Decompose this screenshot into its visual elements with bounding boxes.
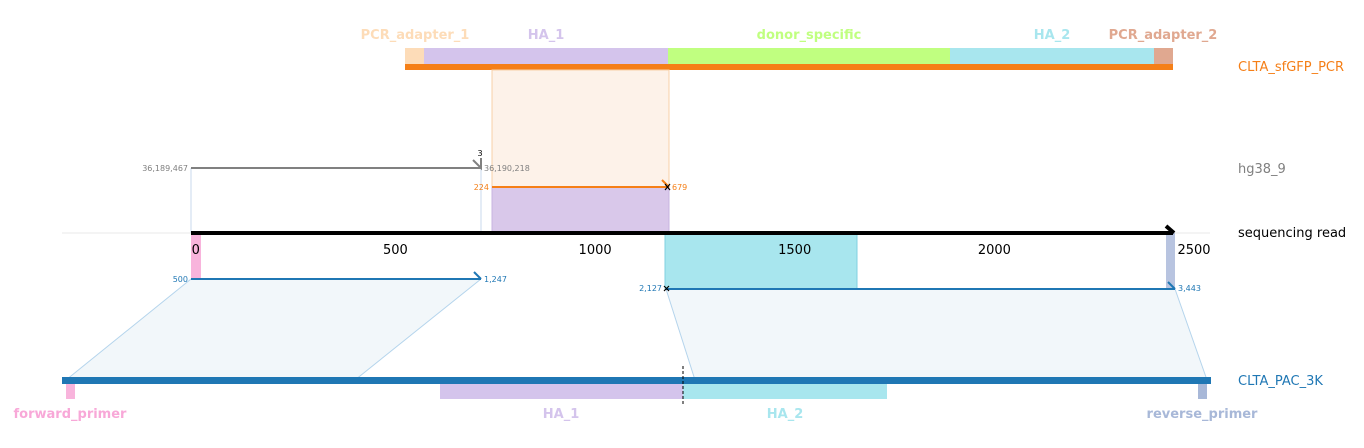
track-label-genome: hg38_9	[1238, 162, 1286, 177]
feature-ha-2	[950, 48, 1154, 64]
track-label-plasmid: CLTA_PAC_3K	[1238, 374, 1323, 389]
read-track: 0 500 1000 1500 2000 2500 sequencing read	[62, 224, 1346, 290]
feature-label-donor-specific: donor_specific	[757, 28, 862, 43]
genome-alignment: 36,189,467 36,190,218 3 hg38_9	[142, 149, 1286, 233]
genome-arrow-icon	[472, 158, 482, 171]
feature-label-plasmid-ha-1: HA_1	[543, 407, 580, 422]
read-axis-tick-label: 2500	[1177, 243, 1210, 258]
feature-donor-specific	[668, 48, 950, 64]
plasmid-1-start-coord: 500	[173, 275, 188, 284]
plasmid-2-end-coord: 3,443	[1178, 284, 1201, 293]
feature-forward-primer	[66, 384, 75, 399]
feature-ha-1	[424, 48, 668, 64]
feature-label-reverse-primer: reverse_primer	[1147, 407, 1259, 422]
feature-plasmid-ha-2	[683, 384, 887, 399]
read-axis-tick-label: 0	[192, 243, 200, 258]
plasmid-mismatch-icon	[663, 285, 670, 292]
read-axis-tick-label: 500	[383, 243, 408, 258]
read-axis-tick-label: 1500	[778, 243, 811, 258]
plasmid-alignment-1: 500 1,247	[65, 271, 507, 381]
genome-end-coord: 36,190,218	[484, 164, 530, 173]
plasmid-reference-bar	[62, 377, 1211, 384]
donor-start-coord: 224	[474, 183, 489, 192]
read-axis-tick-label: 2000	[978, 243, 1011, 258]
read-axis-ticks: 0 500 1000 1500 2000 2500	[192, 243, 1211, 258]
donor-projection-band	[491, 69, 670, 188]
plasmid-2-start-coord: 2,127	[639, 284, 662, 293]
feature-label-plasmid-ha-2: HA_2	[767, 407, 804, 422]
plasmid-track: forward_primer HA_1 HA_2 reverse_primer …	[14, 366, 1323, 422]
plasmid-arrow-icon-1	[473, 271, 482, 280]
plasmid-arrow-icon-2	[1167, 281, 1176, 290]
genome-mismatch-count: 3	[477, 149, 482, 158]
ha1-read-region	[491, 186, 670, 233]
feature-pcr-adapter-2	[1154, 48, 1173, 64]
genome-start-coord: 36,189,467	[142, 164, 188, 173]
feature-label-forward-primer: forward_primer	[14, 407, 128, 422]
donor-end-coord: 679	[672, 183, 687, 192]
feature-plasmid-ha-1	[440, 384, 683, 399]
donor-track: PCR_adapter_1 HA_1 donor_specific HA_2 P…	[361, 28, 1344, 75]
ha2-read-region	[664, 232, 858, 290]
plasmid-1-end-coord: 1,247	[484, 275, 507, 284]
feature-pcr-adapter-1	[405, 48, 424, 64]
feature-label-pcr-adapter-1: PCR_adapter_1	[361, 28, 470, 43]
plasmid-alignment-2: 2,127 3,443	[639, 281, 1208, 381]
donor-alignment: 224 679	[474, 179, 687, 192]
reverse-primer-read-region	[1166, 233, 1175, 289]
feature-label-ha-1: HA_1	[528, 28, 565, 43]
donor-reference-bar	[405, 64, 1173, 70]
feature-label-pcr-adapter-2: PCR_adapter_2	[1109, 28, 1218, 43]
track-label-read: sequencing read	[1238, 226, 1346, 241]
feature-label-ha-2: HA_2	[1034, 28, 1071, 43]
read-axis-tick-label: 1000	[579, 243, 612, 258]
read-direction-arrow-icon	[1164, 224, 1176, 235]
feature-reverse-primer	[1198, 384, 1207, 399]
forward-primer-read-region	[191, 233, 201, 279]
track-label-donor: CLTA_sfGFP_PCR	[1238, 60, 1344, 75]
donor-mismatch-icon	[664, 183, 671, 191]
